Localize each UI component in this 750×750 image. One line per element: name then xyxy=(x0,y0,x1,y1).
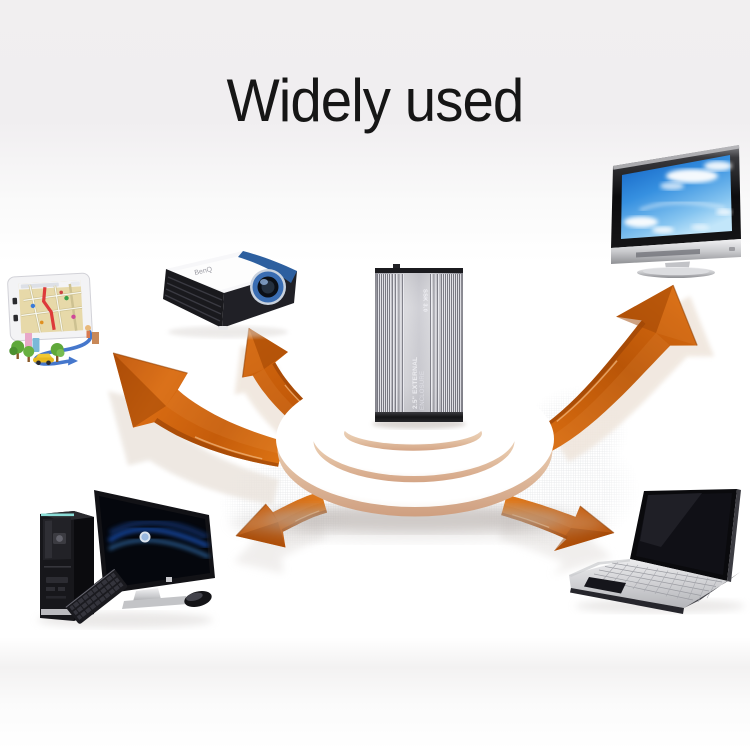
svg-text:BenQ: BenQ xyxy=(194,266,214,277)
svg-text:ENCLOSURE: ENCLOSURE xyxy=(420,371,426,410)
svg-text:2.5" EXTERNAL: 2.5" EXTERNAL xyxy=(412,357,419,409)
svg-text:SSK 3.0: SSK 3.0 xyxy=(422,289,428,312)
